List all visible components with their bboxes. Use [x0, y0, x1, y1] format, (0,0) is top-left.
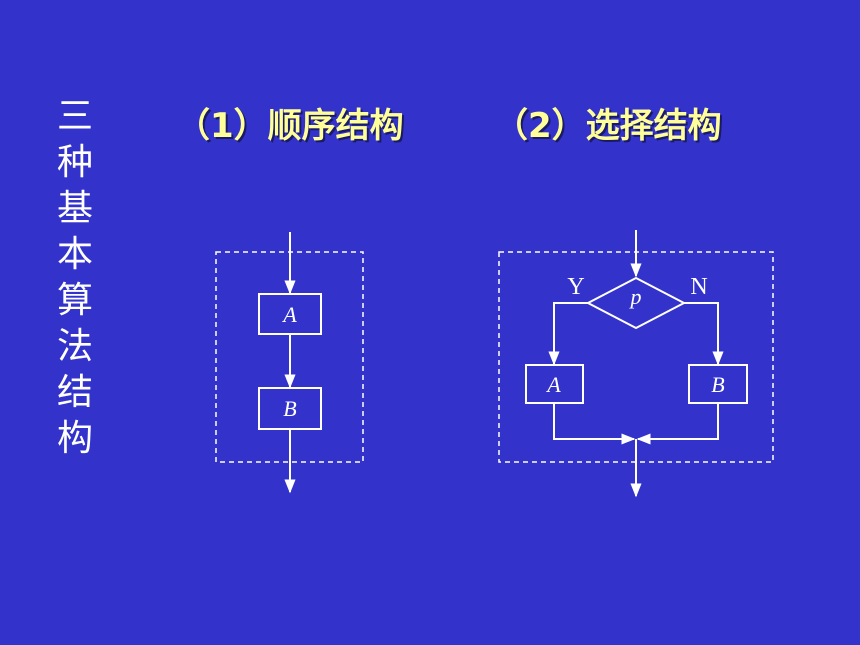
sequence-box-b-label: B: [283, 396, 296, 421]
sequence-box-a-label: A: [281, 302, 297, 327]
side-title-char: 本: [56, 234, 93, 275]
side-title-char: 构: [56, 418, 93, 459]
selection-diagram: [498, 230, 774, 498]
selection-box-b-label: B: [711, 372, 724, 397]
selection-condition-label: p: [629, 284, 642, 309]
heading-selection: （2）选择结构: [494, 106, 722, 146]
side-title-char: 三: [56, 96, 93, 137]
side-title: 三 种 基 本 算 法 结 构: [52, 94, 98, 462]
side-title-char: 法: [56, 326, 93, 367]
selection-box-a-label: A: [545, 372, 561, 397]
side-title-char: 结: [56, 372, 93, 413]
selection-no-branch-arrow: [684, 302, 724, 366]
selection-decision-diamond: [585, 276, 687, 330]
side-title-char: 种: [56, 142, 93, 183]
heading-sequence: （1）顺序结构: [176, 106, 404, 146]
selection-a-merge-arrow: [553, 403, 636, 445]
side-title-char: 基: [56, 188, 93, 229]
side-title-char: 算: [56, 280, 93, 321]
selection-yes-label: Y: [567, 274, 584, 300]
selection-no-label: N: [690, 274, 707, 300]
selection-yes-branch-arrow: [548, 302, 588, 366]
sequence-diagram: [215, 232, 364, 494]
selection-b-merge-arrow: [636, 403, 719, 445]
